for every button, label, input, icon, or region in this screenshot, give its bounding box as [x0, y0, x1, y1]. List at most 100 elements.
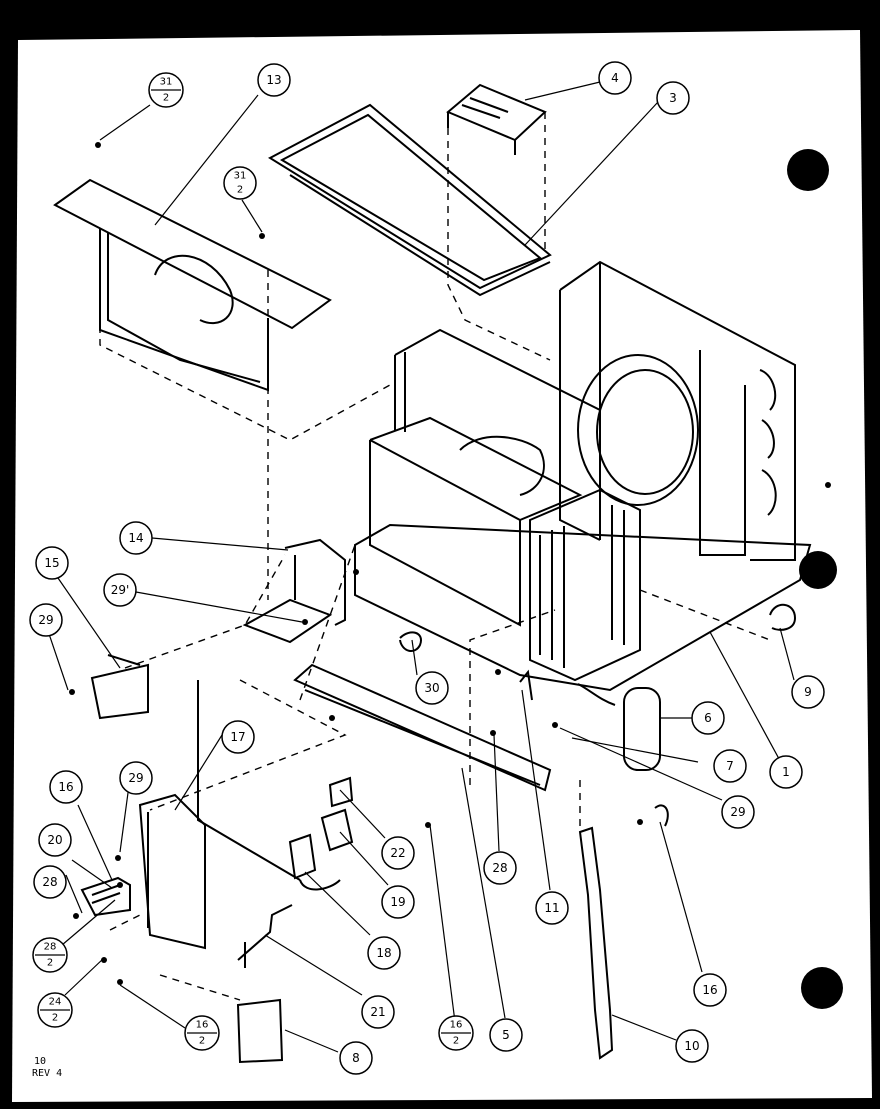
callout-8: 8	[339, 1041, 373, 1075]
switch-22	[328, 776, 354, 808]
wire-7	[577, 683, 616, 706]
callout-14-label: 14	[128, 531, 143, 545]
callout-16a-label: 16	[58, 780, 73, 794]
drain-tube-10	[578, 826, 614, 1060]
channel-5	[293, 663, 552, 792]
callout-29b-label: 29'	[111, 583, 130, 597]
callout-18-label: 18	[376, 946, 391, 960]
callout-6: 6	[691, 701, 725, 735]
callout-10: 10	[675, 1029, 709, 1063]
fraction-16-left-numerator: 16	[196, 1020, 209, 1031]
revision-line-1: 10	[34, 1056, 46, 1067]
callout-16b-label: 16	[702, 983, 717, 997]
callout-16a: 16	[49, 770, 83, 804]
callout-29d: 29	[119, 761, 153, 795]
callout-8-label: 8	[352, 1051, 360, 1065]
callout-28b-label: 28	[492, 861, 507, 875]
callout-17: 17	[221, 720, 255, 754]
revision-mark: 10 REV 4	[32, 1056, 62, 1079]
callout-28a: 28	[33, 865, 67, 899]
fraction-31-mid-denominator: 2	[237, 185, 243, 196]
callout-10-label: 10	[684, 1039, 699, 1053]
callout-20: 20	[38, 823, 72, 857]
assembly-lines	[99, 112, 771, 1001]
callout-13-label: 13	[266, 73, 281, 87]
callout-29c: 29	[721, 795, 755, 829]
blower-housing	[394, 328, 601, 510]
callout-1: 1	[769, 755, 803, 789]
callout-29a: 29	[29, 603, 63, 637]
control-bracket	[242, 538, 346, 644]
fraction-31-top-numerator: 31	[160, 77, 173, 88]
screws	[69, 142, 831, 985]
fraction-28-denominator: 2	[47, 958, 53, 969]
callout-22-label: 22	[390, 846, 405, 860]
cover-8	[236, 998, 284, 1064]
leader-lines	[45, 81, 795, 1053]
callout-1-label: 1	[782, 765, 790, 779]
capacitor-6	[623, 687, 661, 771]
callout-17-label: 17	[230, 730, 245, 744]
fraction-callout-24: 24 2	[37, 992, 73, 1028]
callout-11: 11	[535, 891, 569, 925]
punch-hole-bottom	[801, 967, 843, 1009]
fraction-callout-16-left: 16 2	[184, 1015, 220, 1051]
clip-16	[654, 804, 669, 827]
fraction-31-mid-numerator: 31	[234, 171, 247, 182]
callout-28a-label: 28	[42, 875, 57, 889]
relay-19	[320, 808, 354, 852]
callout-28b: 28	[483, 851, 517, 885]
fraction-24-numerator: 24	[49, 997, 62, 1008]
callout-22: 22	[381, 836, 415, 870]
fraction-callout-16-center: 16 2	[438, 1015, 474, 1051]
callout-7: 7	[713, 749, 747, 783]
callout-7-label: 7	[726, 759, 734, 773]
grommet-30	[399, 631, 422, 652]
punch-hole-middle	[799, 551, 837, 589]
callout-30-label: 30	[424, 681, 439, 695]
callout-16b: 16	[693, 973, 727, 1007]
callout-21-label: 21	[370, 1005, 385, 1019]
callout-9: 9	[791, 675, 825, 709]
fraction-31-top-denominator: 2	[163, 93, 169, 104]
callout-21: 21	[361, 995, 395, 1029]
callout-6-label: 6	[704, 711, 712, 725]
bracket-21	[237, 904, 293, 968]
callout-19: 19	[381, 885, 415, 919]
top-rail	[267, 103, 552, 297]
callout-30: 30	[415, 671, 449, 705]
base-pan	[354, 416, 812, 692]
thermostat-18	[288, 833, 341, 891]
callout-14: 14	[119, 521, 153, 555]
fraction-callout-28: 28 2	[32, 937, 68, 973]
fraction-callout-31-top: 31 2	[148, 72, 184, 108]
evaporator-coil	[529, 488, 641, 682]
callout-5: 5	[489, 1018, 523, 1052]
fraction-24-denominator: 2	[52, 1013, 58, 1024]
revision-line-2: REV 4	[32, 1068, 62, 1079]
callout-19-label: 19	[390, 895, 405, 909]
callout-15-label: 15	[44, 556, 59, 570]
control-box	[138, 680, 301, 950]
callout-29a-label: 29	[38, 613, 53, 627]
callout-9-label: 9	[804, 685, 812, 699]
callout-3-label: 3	[669, 91, 677, 105]
fraction-16-left-denominator: 2	[199, 1036, 205, 1047]
callout-20-label: 20	[47, 833, 62, 847]
callout-13: 13	[257, 63, 291, 97]
callout-3: 3	[656, 81, 690, 115]
fraction-16-center-numerator: 16	[450, 1020, 463, 1031]
callout-29b: 29'	[103, 573, 137, 607]
clip-15	[90, 654, 149, 720]
callout-4-label: 4	[611, 71, 619, 85]
fraction-16-center-denominator: 2	[453, 1036, 459, 1047]
callout-29c-label: 29	[730, 805, 745, 819]
callout-11-label: 11	[544, 901, 559, 915]
callout-15: 15	[35, 546, 69, 580]
callout-18: 18	[367, 936, 401, 970]
fraction-callout-31-mid: 31 2	[223, 166, 257, 200]
punch-hole-top	[787, 149, 829, 191]
fraction-28-numerator: 28	[44, 942, 57, 953]
callout-4: 4	[598, 61, 632, 95]
